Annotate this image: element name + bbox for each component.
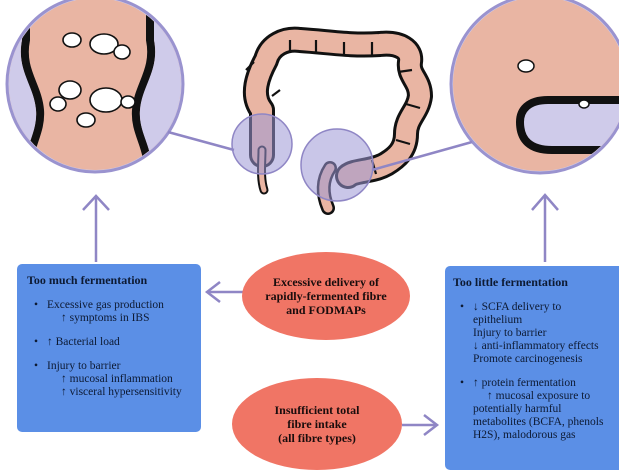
left-item-barrier-line3: ↑ visceral hypersensitivity — [47, 386, 191, 399]
left-item-gas: Excessive gas production ↑ symptoms in I… — [27, 299, 191, 325]
insufficient-fibre-pill: Insufficient total fibre intake (all fib… — [232, 378, 402, 470]
pill-top-line2: rapidly-fermented fibre — [265, 289, 386, 303]
too-little-fermentation-box: Too little fermentation ↓ SCFA delivery … — [445, 266, 619, 470]
arrow-pill-to-right-box — [402, 415, 437, 435]
right-item-protein-line1: ↑ protein fermentation — [473, 377, 619, 390]
right-item-protein-line5: H2S), malodorous gas — [473, 429, 619, 442]
too-much-fermentation-box: Too much fermentation Excessive gas prod… — [17, 264, 201, 432]
left-box-title: Too much fermentation — [27, 274, 191, 287]
left-item-gas-line1: Excessive gas production — [47, 299, 191, 312]
arrow-up-right — [532, 195, 558, 262]
right-item-scfa-line3: Injury to barrier — [473, 327, 619, 340]
left-item-barrier-line2: ↑ mucosal inflammation — [47, 373, 191, 386]
right-item-scfa: ↓ SCFA delivery to epithelium Injury to … — [453, 301, 619, 366]
left-item-barrier: Injury to barrier ↑ mucosal inflammation… — [27, 360, 191, 399]
right-magnified-lumen — [450, 0, 619, 175]
right-item-protein-line2: ↑ mucosal exposure to — [473, 390, 619, 403]
pill-bottom-line2: fibre intake — [275, 417, 360, 431]
left-magnified-lumen — [0, 0, 195, 175]
left-highlight-circle — [232, 114, 292, 174]
pill-top-line1: Excessive delivery of — [265, 275, 386, 289]
pill-bottom-line1: Insufficient total — [275, 403, 360, 417]
pill-bottom-line3: (all fibre types) — [275, 431, 360, 445]
connector-left — [168, 132, 234, 150]
right-highlight-circle — [301, 129, 373, 201]
right-item-protein-line3: potentially harmful — [473, 403, 619, 416]
arrow-up-left — [83, 196, 109, 262]
right-item-protein: ↑ protein fermentation ↑ mucosal exposur… — [453, 377, 619, 442]
right-item-scfa-line5: Promote carcinogenesis — [473, 353, 619, 366]
right-item-scfa-line2: epithelium — [473, 314, 619, 327]
left-item-bacterial-line1: ↑ Bacterial load — [47, 336, 191, 349]
right-box-title: Too little fermentation — [453, 276, 619, 289]
left-item-gas-line2: ↑ symptoms in IBS — [47, 312, 191, 325]
left-item-bacterial: ↑ Bacterial load — [27, 336, 191, 349]
arrow-pill-to-left-box — [207, 282, 244, 302]
right-item-scfa-line1: ↓ SCFA delivery to — [473, 301, 619, 314]
excessive-delivery-pill: Excessive delivery of rapidly-fermented … — [242, 252, 410, 340]
right-item-scfa-line4: ↓ anti-inflammatory effects — [473, 340, 619, 353]
right-item-protein-line4: metabolites (BCFA, phenols — [473, 416, 619, 429]
pill-top-line3: and FODMAPs — [265, 303, 386, 317]
left-item-barrier-line1: Injury to barrier — [47, 360, 191, 373]
